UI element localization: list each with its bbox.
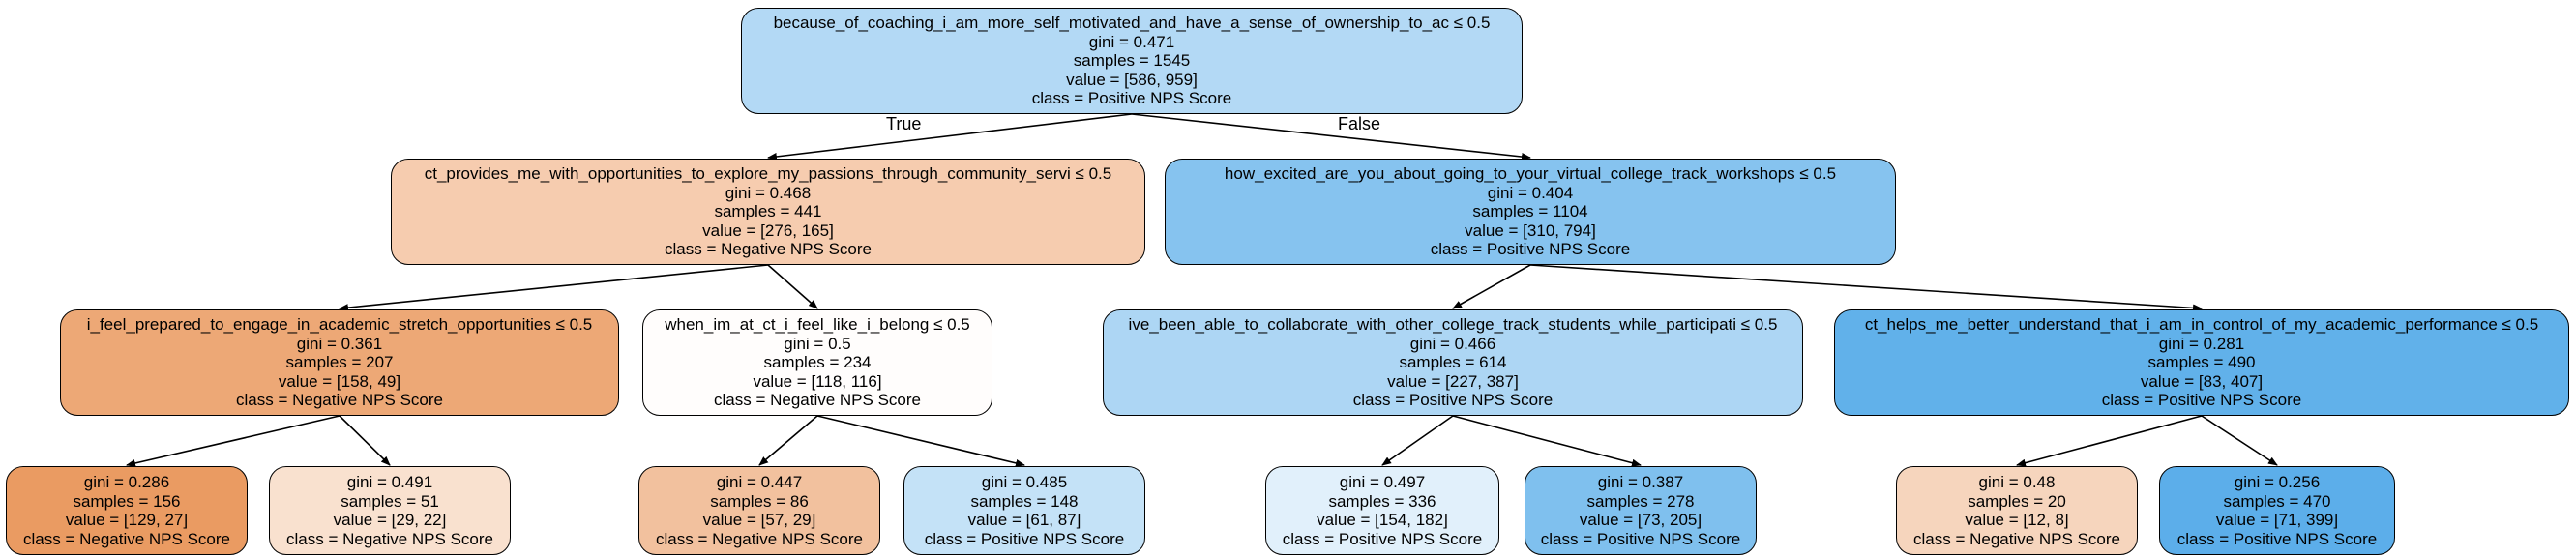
node-gini: gini = 0.491 xyxy=(346,473,433,491)
node-gini: gini = 0.466 xyxy=(1409,334,1496,353)
tree-node-n2: how_excited_are_you_about_going_to_your_… xyxy=(1165,159,1896,265)
node-samples: samples = 148 xyxy=(970,491,1079,511)
node-gini: gini = 0.485 xyxy=(981,473,1068,491)
tree-node-n6: ct_helps_me_better_understand_that_i_am_… xyxy=(1834,309,2569,416)
node-gini: gini = 0.5 xyxy=(784,334,851,353)
tree-node-n0: because_of_coaching_i_am_more_self_motiv… xyxy=(741,8,1523,114)
node-class: class = Negative NPS Score xyxy=(285,529,493,548)
node-split: ct_helps_me_better_understand_that_i_am_… xyxy=(1864,315,2539,335)
tree-edge-n1-n4 xyxy=(767,264,818,309)
node-class: class = Positive NPS Score xyxy=(1352,391,1554,410)
node-gini: gini = 0.471 xyxy=(1088,32,1175,51)
tree-edge-n4-n10 xyxy=(816,415,1025,467)
node-value: value = [57, 29] xyxy=(702,511,816,529)
node-class: class = Negative NPS Score xyxy=(713,391,921,410)
node-gini: gini = 0.256 xyxy=(2234,473,2321,491)
node-split: ct_provides_me_with_opportunities_to_exp… xyxy=(424,164,1112,184)
node-class: class = Positive NPS Score xyxy=(1540,529,1741,548)
node-gini: gini = 0.387 xyxy=(1597,473,1684,491)
node-split: ive_been_able_to_collaborate_with_other_… xyxy=(1128,315,1778,335)
node-samples: samples = 207 xyxy=(285,353,394,372)
node-class: class = Positive NPS Score xyxy=(924,529,1125,548)
node-class: class = Positive NPS Score xyxy=(1282,529,1483,548)
node-samples: samples = 156 xyxy=(73,491,181,511)
node-samples: samples = 336 xyxy=(1328,491,1436,511)
node-samples: samples = 441 xyxy=(714,202,822,221)
node-split: when_im_at_ct_i_feel_like_i_belong ≤ 0.5 xyxy=(665,315,970,335)
node-value: value = [118, 116] xyxy=(753,371,882,391)
node-samples: samples = 20 xyxy=(1968,491,2066,511)
node-value: value = [29, 22] xyxy=(333,511,447,529)
node-value: value = [310, 794] xyxy=(1465,220,1596,240)
node-samples: samples = 86 xyxy=(710,491,809,511)
node-value: value = [227, 387] xyxy=(1387,371,1519,391)
node-value: value = [158, 49] xyxy=(278,371,401,391)
node-value: value = [154, 182] xyxy=(1317,511,1448,529)
tree-edge-n1-n3 xyxy=(339,264,769,312)
node-gini: gini = 0.48 xyxy=(1978,473,2056,491)
edge-label-false: False xyxy=(1338,114,1381,133)
node-gini: gini = 0.361 xyxy=(296,334,383,353)
tree-edge-n3-n7 xyxy=(126,415,341,467)
tree-edge-n0-n2 xyxy=(1131,113,1531,161)
node-value: value = [276, 165] xyxy=(702,220,834,240)
node-gini: gini = 0.286 xyxy=(83,473,170,491)
tree-node-n1: ct_provides_me_with_opportunities_to_exp… xyxy=(391,159,1145,265)
node-samples: samples = 51 xyxy=(341,491,439,511)
node-samples: samples = 1104 xyxy=(1472,202,1588,221)
edge-label-true: True xyxy=(886,114,922,133)
tree-node-n4: when_im_at_ct_i_feel_like_i_belong ≤ 0.5… xyxy=(642,309,992,416)
node-gini: gini = 0.468 xyxy=(725,183,812,202)
node-class: class = Negative NPS Score xyxy=(1912,529,2120,548)
node-value: value = [586, 959] xyxy=(1066,70,1198,89)
node-class: class = Negative NPS Score xyxy=(235,391,443,410)
node-class: class = Negative NPS Score xyxy=(655,529,863,548)
tree-edge-n6-n14 xyxy=(2201,415,2278,466)
node-gini: gini = 0.281 xyxy=(2158,334,2245,353)
node-split: because_of_coaching_i_am_more_self_motiv… xyxy=(773,14,1491,33)
tree-node-n3: i_feel_prepared_to_engage_in_academic_st… xyxy=(60,309,619,416)
node-class: class = Positive NPS Score xyxy=(1430,240,1631,259)
tree-node-n5: ive_been_able_to_collaborate_with_other_… xyxy=(1103,309,1803,416)
node-samples: samples = 1545 xyxy=(1073,51,1191,71)
node-class: class = Positive NPS Score xyxy=(2176,529,2378,548)
node-value: value = [73, 205] xyxy=(1579,511,1703,529)
node-value: value = [83, 407] xyxy=(2140,371,2264,391)
node-value: value = [71, 399] xyxy=(2215,511,2339,529)
node-samples: samples = 490 xyxy=(2147,353,2256,372)
node-value: value = [61, 87] xyxy=(967,511,1081,529)
node-class: class = Negative NPS Score xyxy=(664,240,872,259)
tree-edge-n5-n11 xyxy=(1381,415,1454,466)
tree-edge-n3-n8 xyxy=(339,415,391,466)
node-gini: gini = 0.447 xyxy=(716,473,803,491)
tree-edge-n4-n9 xyxy=(758,415,818,466)
node-gini: gini = 0.497 xyxy=(1339,473,1426,491)
node-samples: samples = 614 xyxy=(1399,353,1507,372)
tree-edge-n2-n5 xyxy=(1452,264,1531,309)
node-samples: samples = 278 xyxy=(1586,491,1695,511)
node-value: value = [129, 27] xyxy=(65,511,189,529)
tree-edge-n6-n13 xyxy=(2016,415,2203,467)
node-split: i_feel_prepared_to_engage_in_academic_st… xyxy=(86,315,593,335)
tree-edge-n2-n6 xyxy=(1529,264,2203,312)
node-split: how_excited_are_you_about_going_to_your_… xyxy=(1224,164,1837,184)
node-class: class = Negative NPS Score xyxy=(22,529,230,548)
node-class: class = Positive NPS Score xyxy=(1031,89,1232,108)
node-value: value = [12, 8] xyxy=(1965,511,2069,529)
tree-edge-n5-n12 xyxy=(1452,415,1642,467)
node-samples: samples = 470 xyxy=(2223,491,2331,511)
node-class: class = Positive NPS Score xyxy=(2101,391,2302,410)
node-gini: gini = 0.404 xyxy=(1487,183,1574,202)
tree-edge-n0-n1 xyxy=(767,113,1133,161)
node-samples: samples = 234 xyxy=(763,353,872,372)
